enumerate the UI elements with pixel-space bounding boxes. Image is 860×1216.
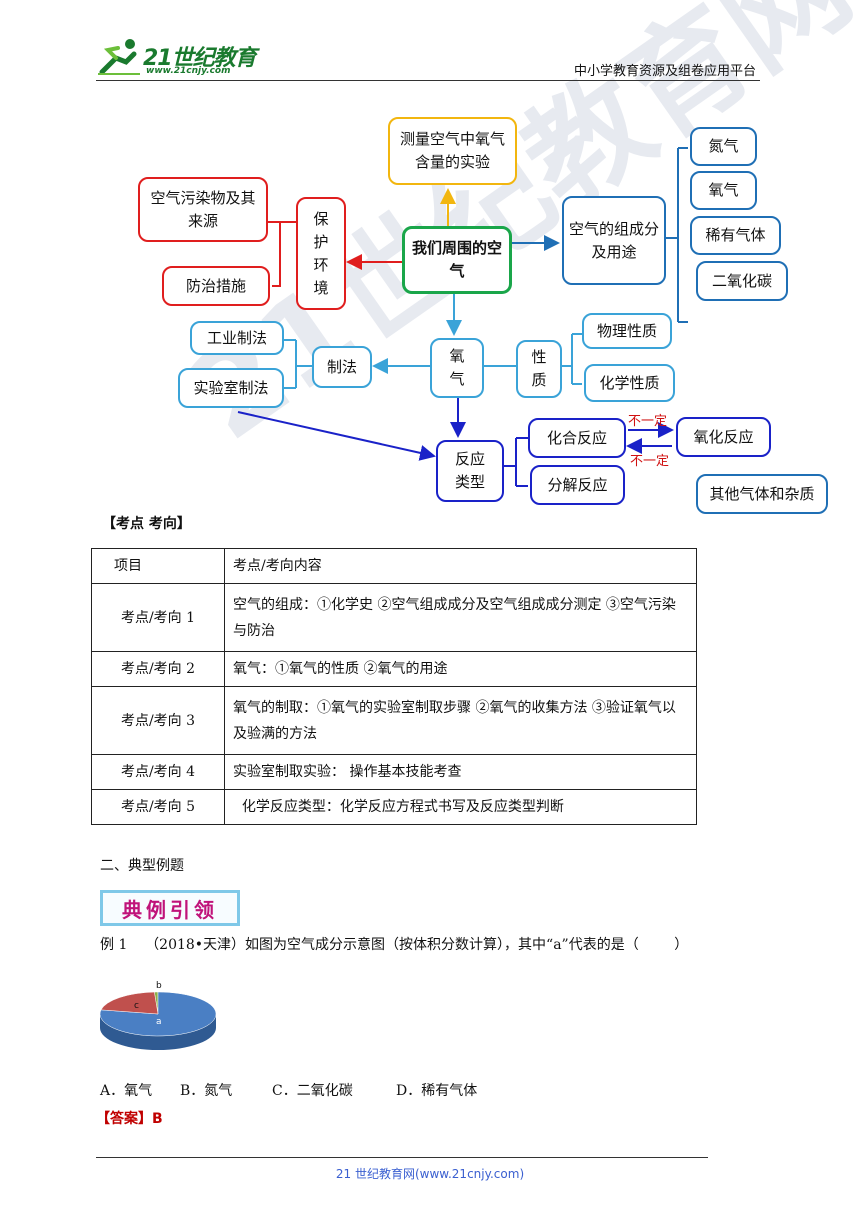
table-row: 考点/考向 3 氧气的制取：①氧气的实验室制取步骤 ②氧气的收集方法 ③验证氧气…	[91, 686, 697, 755]
rare-gas-box: 稀有气体	[690, 216, 781, 255]
oxidation-box: 氧化反应	[676, 417, 771, 457]
logo-text: 21世纪教育	[143, 46, 257, 71]
other-gas-box: 其他气体和杂质	[696, 474, 828, 514]
table-cell: 考点/考向 5	[91, 789, 225, 825]
protect-box: 保护环境	[296, 197, 346, 310]
exam-points-table: 项目 考点/考向内容 考点/考向 1 空气的组成：①化学史 ②空气组成成分及空气…	[91, 548, 697, 825]
table-row: 考点/考向 2 氧气：①氧气的性质 ②氧气的用途	[91, 651, 697, 687]
table-cell: 考点/考向 3	[91, 686, 225, 755]
section-title-examples: 二、典型例题	[100, 858, 184, 874]
example-banner: 典例引领	[100, 890, 240, 926]
co2-box: 二氧化碳	[696, 261, 788, 301]
logo-url: www.21cnjy.com	[146, 66, 231, 76]
option-d[interactable]: D．稀有气体	[396, 1083, 478, 1099]
pie-label-b: b	[156, 981, 162, 991]
option-b[interactable]: B．氮气	[180, 1083, 233, 1099]
composition-box: 空气的组成分及用途	[562, 196, 666, 285]
table-row: 考点/考向 5 化学反应类型：化学反应方程式书写及反应类型判断	[91, 789, 697, 825]
pie-slice-a	[99, 991, 217, 1037]
answer-text: 【答案】B	[96, 1111, 163, 1127]
table-cell: 实验室制取实验： 操作基本技能考查	[224, 754, 697, 790]
pie-label-c: c	[134, 1001, 139, 1011]
measure-box: 测量空气中氧气含量的实验	[388, 117, 517, 185]
runner-logo-icon	[98, 39, 140, 75]
table-cell: 考点/考向 2	[91, 651, 225, 687]
combination-box: 化合反应	[528, 418, 626, 458]
table-cell: 考点/考向 4	[91, 754, 225, 790]
table-row: 考点/考向 4 实验室制取实验： 操作基本技能考查	[91, 754, 697, 790]
logo	[96, 36, 144, 80]
oxygen-item-box: 氧气	[690, 171, 757, 210]
air-composition-pie: a b c	[99, 981, 217, 1050]
table-row: 考点/考向 1 空气的组成：①化学史 ②空气组成成分及空气组成成分测定 ③空气污…	[91, 583, 697, 652]
decomposition-box: 分解反应	[530, 465, 625, 505]
table-header-cell: 项目	[91, 548, 225, 584]
reaction-type-box: 反应类型	[436, 440, 504, 502]
question-text: 例 1 （2018•天津）如图为空气成分示意图（按体积分数计算），其中“a”代表…	[100, 937, 689, 953]
header-divider	[96, 80, 760, 81]
table-header-cell: 考点/考向内容	[224, 548, 697, 584]
industrial-box: 工业制法	[190, 321, 284, 355]
footer-divider	[96, 1157, 708, 1158]
table-cell: 化学反应类型：化学反应方程式书写及反应类型判断	[224, 789, 697, 825]
table-cell: 空气的组成：①化学史 ②空气组成成分及空气组成成分测定 ③空气污染与防治	[224, 583, 697, 652]
method-box: 制法	[312, 346, 372, 388]
lab-method-box: 实验室制法	[178, 368, 284, 408]
pie-label-a: a	[156, 1017, 162, 1027]
section-title-exam-points: 【考点 考向】	[102, 516, 191, 532]
footer-text: 21 世纪教育网(www.21cnjy.com)	[335, 1167, 525, 1181]
pie-slice-c	[100, 991, 159, 1015]
prevention-box: 防治措施	[162, 266, 270, 306]
concept-map-connectors	[237, 147, 688, 487]
table-cell: 考点/考向 1	[91, 583, 225, 652]
table-cell: 氧气的制取：①氧气的实验室制取步骤 ②氧气的收集方法 ③验证氧气以及验满的方法	[224, 686, 697, 755]
not-necessarily-label-1: 不一定	[628, 414, 668, 429]
table-cell: 氧气：①氧气的性质 ②氧气的用途	[224, 651, 697, 687]
option-c[interactable]: C．二氧化碳	[272, 1083, 353, 1099]
physical-box: 物理性质	[582, 313, 672, 349]
oxygen-box: 氧气	[430, 338, 484, 398]
not-necessarily-label-2: 不一定	[630, 454, 670, 469]
option-a[interactable]: A．氧气	[100, 1083, 153, 1099]
table-header-row: 项目 考点/考向内容	[91, 548, 697, 584]
property-box: 性质	[516, 340, 562, 398]
center-topic: 我们周围的空气	[402, 226, 512, 294]
pollutant-box: 空气污染物及其来源	[138, 177, 268, 242]
platform-name: 中小学教育资源及组卷应用平台	[573, 64, 756, 79]
pie-side	[100, 1014, 216, 1050]
chemical-box: 化学性质	[584, 364, 675, 402]
nitrogen-box: 氮气	[690, 127, 757, 166]
